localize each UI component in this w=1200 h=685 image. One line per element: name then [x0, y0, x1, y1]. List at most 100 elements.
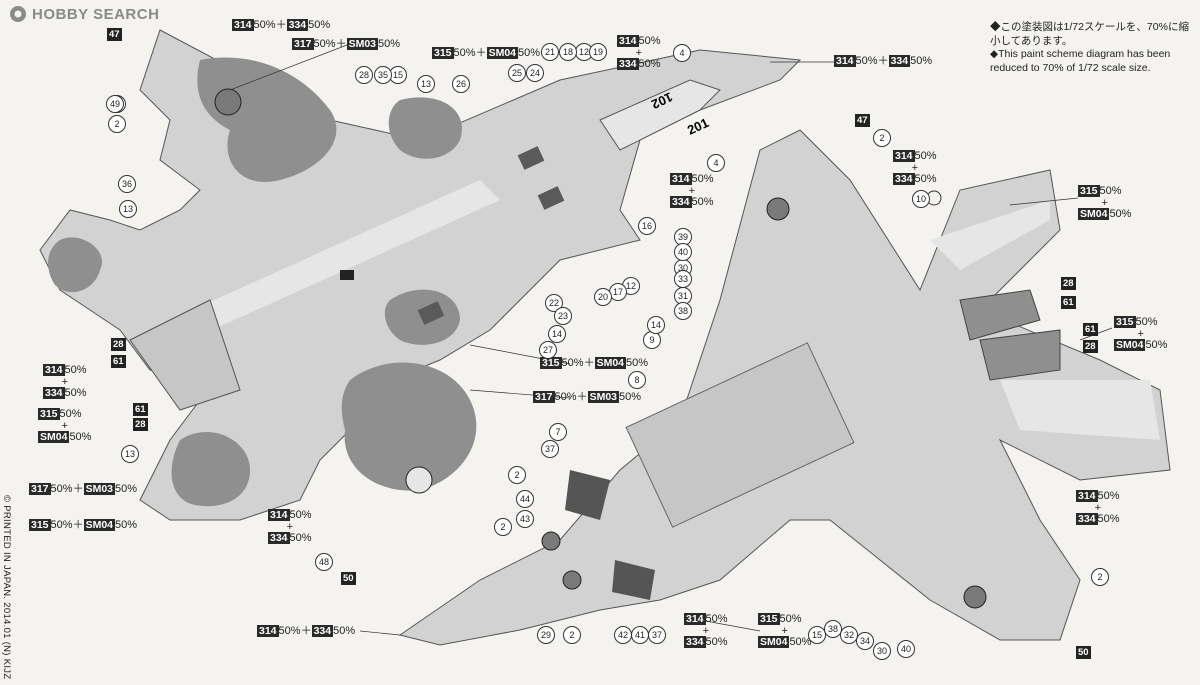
circle-number: 44 [516, 490, 534, 508]
bottom-duct-3 [565, 470, 610, 520]
circle-number: 14 [647, 316, 665, 334]
top-panel-3 [417, 301, 445, 325]
box-number: 61 [1061, 296, 1076, 309]
circle-number: 37 [648, 626, 666, 644]
box-number: 61 [133, 403, 148, 416]
circle-number: 49 [106, 95, 124, 113]
circle-number: 8 [628, 371, 646, 389]
nose-mark-201: 201 [685, 115, 711, 138]
top-view-canopy [599, 79, 721, 151]
circle-number: 13 [417, 75, 435, 93]
box-number: 61 [111, 355, 126, 368]
roundel-top-1 [214, 88, 242, 116]
circle-number: 37 [541, 440, 559, 458]
scale-note-jp: ◆この塗装図は1/72スケールを、70%に縮小してあります。 [990, 21, 1189, 47]
circle-number: 7 [549, 423, 567, 441]
box-number: 28 [1061, 277, 1076, 290]
top-camo-blob-4 [171, 431, 250, 507]
circle-number: 35 [374, 66, 392, 84]
top-view-wing-outline [129, 299, 241, 411]
box-number: 28 [111, 338, 126, 351]
circle-number: 21 [541, 43, 559, 61]
box-number: 47 [855, 114, 870, 127]
box-number: 50 [341, 572, 356, 585]
circle-number: 10 [912, 190, 930, 208]
roundel-bottom-4 [562, 570, 582, 590]
circle-number: 29 [537, 626, 555, 644]
circle-number: 2 [494, 518, 512, 536]
roundel-top-2 [405, 466, 433, 494]
circle-number: 4 [673, 44, 691, 62]
top-camo-blob-2 [48, 237, 102, 293]
top-panel-2 [537, 186, 565, 210]
hobbysearch-header: HOBBY SEARCH [8, 4, 159, 24]
circle-number: 33 [674, 270, 692, 288]
circle-number: 38 [674, 302, 692, 320]
circle-number: 26 [452, 75, 470, 93]
circle-number: 42 [614, 626, 632, 644]
circle-number: 43 [516, 510, 534, 528]
circle-number: 13 [119, 200, 137, 218]
top-panel-4 [340, 270, 354, 280]
top-panel-1 [517, 146, 545, 170]
circle-number: 2 [508, 466, 526, 484]
circle-number: 2 [563, 626, 581, 644]
top-camo-blob-3 [341, 362, 477, 491]
circle-number: 23 [554, 307, 572, 325]
box-number: 47 [107, 28, 122, 41]
top-view-aircraft: 201 102 [39, 29, 802, 521]
circle-number: 28 [355, 66, 373, 84]
circle-number: 34 [856, 632, 874, 650]
circle-number: 19 [589, 43, 607, 61]
top-camo-blob-5 [388, 97, 462, 159]
circle-number: 25 [508, 64, 526, 82]
scale-note: ◆この塗装図は1/72スケールを、70%に縮小してあります。 ◆This pai… [990, 21, 1190, 75]
circle-number: 30 [873, 642, 891, 660]
roundel-bottom-2 [963, 585, 987, 609]
roundel-bottom-1 [766, 197, 790, 221]
circle-number: 24 [526, 64, 544, 82]
box-number: 50 [1076, 646, 1091, 659]
circle-number: 41 [631, 626, 649, 644]
circle-number: 2 [873, 129, 891, 147]
bottom-duct-4 [612, 560, 655, 600]
bottom-wing-light [930, 200, 1050, 270]
circle-number: 27 [539, 341, 557, 359]
circle-number: 13 [121, 445, 139, 463]
circle-number: 16 [638, 217, 656, 235]
bottom-wing-light-2 [1000, 380, 1160, 440]
circle-number: 4 [707, 154, 725, 172]
bottom-duct-2 [979, 329, 1061, 381]
circle-number: 17 [609, 283, 627, 301]
bottom-view-aircraft [398, 129, 1171, 646]
box-number: 61 [1083, 323, 1098, 336]
circle-number: 20 [594, 288, 612, 306]
box-number: 28 [1083, 340, 1098, 353]
circle-number: 14 [548, 325, 566, 343]
circle-number: 40 [897, 640, 915, 658]
top-camo-light-band [170, 180, 500, 340]
top-camo-blob-1 [197, 57, 337, 182]
circle-number: 18 [559, 43, 577, 61]
hobbysearch-logo-icon [10, 6, 26, 22]
bottom-duct-1 [959, 289, 1041, 341]
